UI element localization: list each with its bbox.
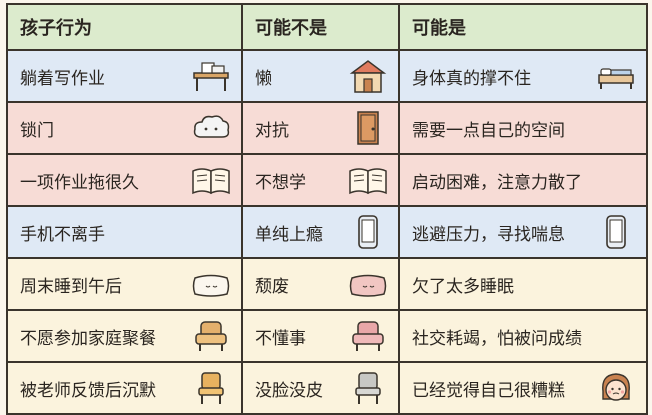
bed-icon bbox=[594, 56, 638, 96]
phone-icon bbox=[594, 212, 638, 252]
table-row: 不愿参加家庭聚餐 不懂事 社交耗竭，怕被问成绩 bbox=[6, 309, 648, 363]
comparison-table-sheet: 孩子行为 可能不是 可能是 躺着写作业 懒 身体真的撑不住 锁门 bbox=[6, 3, 648, 415]
behavior-text: 锁门 bbox=[20, 120, 54, 141]
is-text: 逃避压力，寻找喘息 bbox=[412, 224, 565, 245]
open-book-icon bbox=[346, 160, 390, 200]
not-text: 不想学 bbox=[255, 172, 306, 193]
desk-icon bbox=[189, 56, 233, 96]
table-row: 锁门 对抗 需要一点自己的空间 bbox=[6, 101, 648, 155]
pillow-icon bbox=[346, 264, 390, 304]
behavior-text: 一项作业拖很久 bbox=[20, 172, 139, 193]
is-text: 社交耗竭，怕被问成绩 bbox=[412, 328, 582, 349]
armchair-icon bbox=[346, 316, 390, 356]
not-text: 单纯上瘾 bbox=[255, 224, 323, 245]
table-row: 被老师反馈后沉默 没脸没皮 已经觉得自己很糟糕 bbox=[6, 361, 648, 415]
behavior-text: 躺着写作业 bbox=[20, 68, 105, 89]
behavior-text: 周末睡到午后 bbox=[20, 276, 122, 297]
open-book-icon bbox=[189, 160, 233, 200]
not-text: 颓废 bbox=[255, 276, 289, 297]
house-icon bbox=[346, 56, 390, 96]
chair-icon bbox=[346, 368, 390, 408]
armchair-icon bbox=[189, 316, 233, 356]
is-text: 已经觉得自己很糟糕 bbox=[412, 380, 565, 401]
behavior-text: 手机不离手 bbox=[20, 224, 105, 245]
table-row: 手机不离手 单纯上瘾 逃避压力，寻找喘息 bbox=[6, 205, 648, 259]
table-row: 周末睡到午后 颓废 欠了太多睡眠 bbox=[6, 257, 648, 311]
is-text: 需要一点自己的空间 bbox=[412, 120, 565, 141]
header-not: 可能不是 bbox=[241, 3, 400, 51]
is-text: 欠了太多睡眠 bbox=[412, 276, 514, 297]
table-row: 一项作业拖很久 不想学 启动困难，注意力散了 bbox=[6, 153, 648, 207]
not-text: 没脸没皮 bbox=[255, 380, 323, 401]
header-behavior: 孩子行为 bbox=[6, 3, 243, 51]
chair-icon bbox=[189, 368, 233, 408]
header-is: 可能是 bbox=[398, 3, 648, 51]
table-header: 孩子行为 可能不是 可能是 bbox=[6, 3, 648, 51]
not-text: 对抗 bbox=[255, 120, 289, 141]
pillow-icon bbox=[189, 264, 233, 304]
not-text: 不懂事 bbox=[255, 328, 306, 349]
door-icon bbox=[346, 108, 390, 148]
is-text: 启动困难，注意力散了 bbox=[412, 172, 582, 193]
table-row: 躺着写作业 懒 身体真的撑不住 bbox=[6, 49, 648, 103]
cloud-icon bbox=[189, 108, 233, 148]
not-text: 懒 bbox=[255, 68, 272, 89]
behavior-text: 被老师反馈后沉默 bbox=[20, 380, 156, 401]
girl-face-icon bbox=[594, 368, 638, 408]
behavior-text: 不愿参加家庭聚餐 bbox=[20, 328, 156, 349]
phone-icon bbox=[346, 212, 390, 252]
comparison-table: 孩子行为 可能不是 可能是 躺着写作业 懒 身体真的撑不住 锁门 bbox=[6, 3, 648, 415]
is-text: 身体真的撑不住 bbox=[412, 68, 531, 89]
